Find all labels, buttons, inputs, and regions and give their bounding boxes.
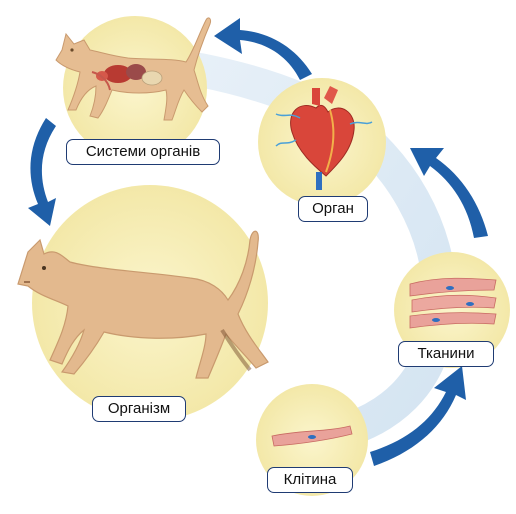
muscle-tissue-icon bbox=[409, 277, 497, 329]
muscle-cell-icon bbox=[271, 425, 353, 447]
heart-icon bbox=[275, 86, 373, 190]
label-cell: Клітина bbox=[267, 467, 353, 493]
label-tissues: Тканини bbox=[398, 341, 494, 367]
label-organ-systems: Системи органів bbox=[66, 139, 220, 165]
cat-organ-systems-illustration bbox=[55, 17, 211, 121]
label-organism: Організм bbox=[92, 396, 186, 422]
cat-organism-illustration bbox=[17, 230, 269, 379]
cycle-arrow-icon bbox=[28, 18, 488, 466]
label-organ: Орган bbox=[298, 196, 368, 222]
